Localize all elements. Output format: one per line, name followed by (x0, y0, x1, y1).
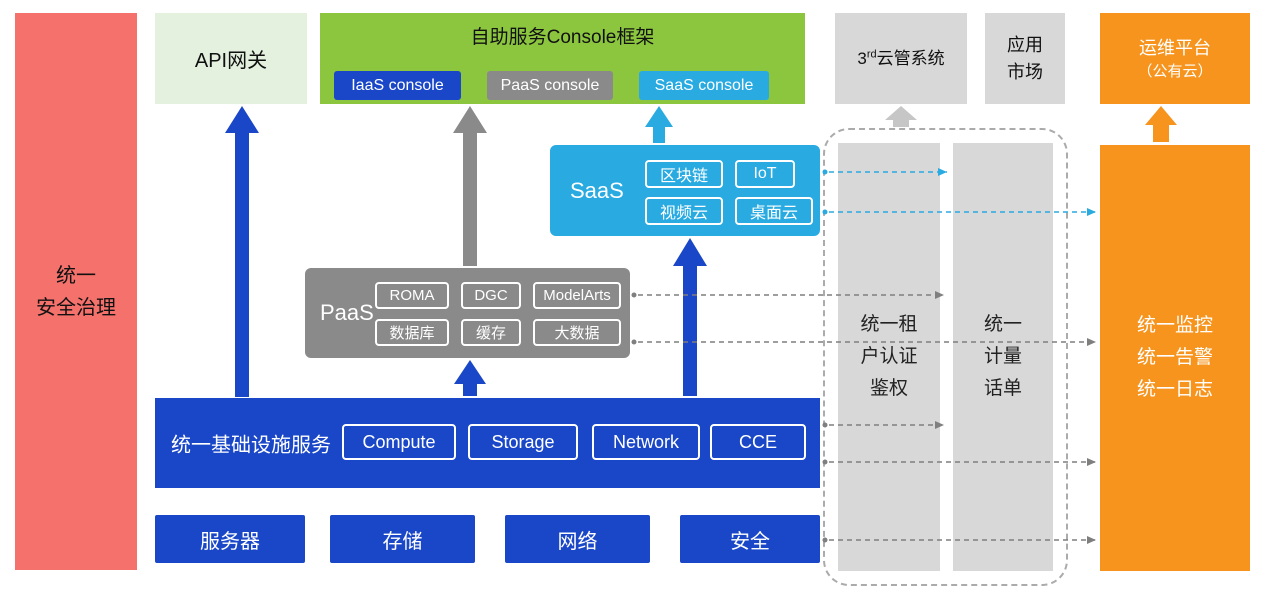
app-market-line1: 应用 (1007, 34, 1043, 55)
ops-platform-line2: （公有云） (1137, 62, 1213, 80)
third-cloud-label: 3rd云管系统 (857, 48, 945, 68)
tenant-auth-bar: 统一租 户认证 鉴权 (838, 143, 940, 571)
arrow-paas-to-console (453, 106, 487, 266)
infra-item-cce: CCE (710, 424, 806, 460)
security-governance-line1: 统一 (56, 264, 96, 287)
paas-console-chip: PaaS console (487, 71, 613, 100)
infra-item-storage: Storage (468, 424, 578, 460)
dot-paas-monitoring (631, 339, 637, 345)
arrow-infra-to-saas (673, 238, 707, 396)
api-gateway-label: API网关 (194, 50, 268, 72)
infra-item-network: Network (592, 424, 700, 460)
infrastructure-label: 统一基础设施服务 (171, 434, 331, 457)
dot-paas-auth (631, 292, 637, 298)
security-governance-bar: 统一 安全治理 (15, 13, 137, 570)
arrow-infra-to-api-gateway (225, 106, 259, 397)
arrow-shared-to-third-cloud (885, 106, 917, 127)
security-governance-line2: 安全治理 (36, 296, 116, 319)
monitoring-bar: 统一监控 统一告警 统一日志 (1100, 145, 1250, 571)
infra-item-compute: Compute (342, 424, 456, 460)
saas-item-blockchain: 区块链 (645, 160, 723, 188)
paas-item-roma: ROMA (375, 282, 449, 309)
app-market-line2: 市场 (1007, 61, 1043, 82)
saas-console-chip: SaaS console (639, 71, 769, 100)
saas-panel-label: SaaS (570, 177, 624, 203)
iaas-console-chip: IaaS console (334, 71, 461, 100)
paas-panel-label: PaaS (320, 300, 374, 325)
paas-item-database: 数据库 (375, 319, 449, 346)
ops-platform-line1: 运维平台 (1139, 37, 1211, 58)
saas-panel: SaaS 区块链 IoT 视频云 桌面云 (550, 145, 820, 236)
metering-bar: 统一 计量 话单 (953, 143, 1053, 571)
paas-panel: PaaS ROMA DGC ModelArts 数据库 缓存 大数据 (305, 268, 630, 358)
saas-console-label: SaaS console (654, 76, 754, 94)
third-cloud-box: 3rd云管系统 (835, 13, 967, 104)
paas-item-cache: 缓存 (461, 319, 521, 346)
hardware-security-box: 安全 (680, 515, 820, 563)
console-frame-box: 自助服务Console框架 IaaS console PaaS console … (320, 13, 805, 104)
api-gateway-box: API网关 (155, 13, 307, 104)
hardware-storage-box: 存储 (330, 515, 475, 563)
shared-services-container (823, 128, 1068, 586)
hardware-network-box: 网络 (505, 515, 650, 563)
infrastructure-panel: 统一基础设施服务 Compute Storage Network CCE (155, 398, 820, 488)
arrow-infra-to-paas (454, 360, 486, 396)
saas-item-video-cloud: 视频云 (645, 197, 723, 225)
paas-item-dgc: DGC (461, 282, 521, 309)
iaas-console-label: IaaS console (351, 76, 444, 94)
paas-item-bigdata: 大数据 (533, 319, 621, 346)
paas-item-modelarts: ModelArts (533, 282, 621, 309)
saas-item-iot: IoT (735, 160, 795, 188)
paas-console-label: PaaS console (500, 76, 600, 94)
hardware-server-box: 服务器 (155, 515, 305, 563)
app-market-box: 应用 市场 (985, 13, 1065, 104)
ops-platform-box: 运维平台 （公有云） (1100, 13, 1250, 104)
arrow-saas-to-console (645, 106, 673, 143)
saas-item-desktop-cloud: 桌面云 (735, 197, 813, 225)
arrow-monitoring-to-ops (1145, 106, 1177, 142)
console-frame-title: 自助服务Console框架 (470, 27, 655, 48)
